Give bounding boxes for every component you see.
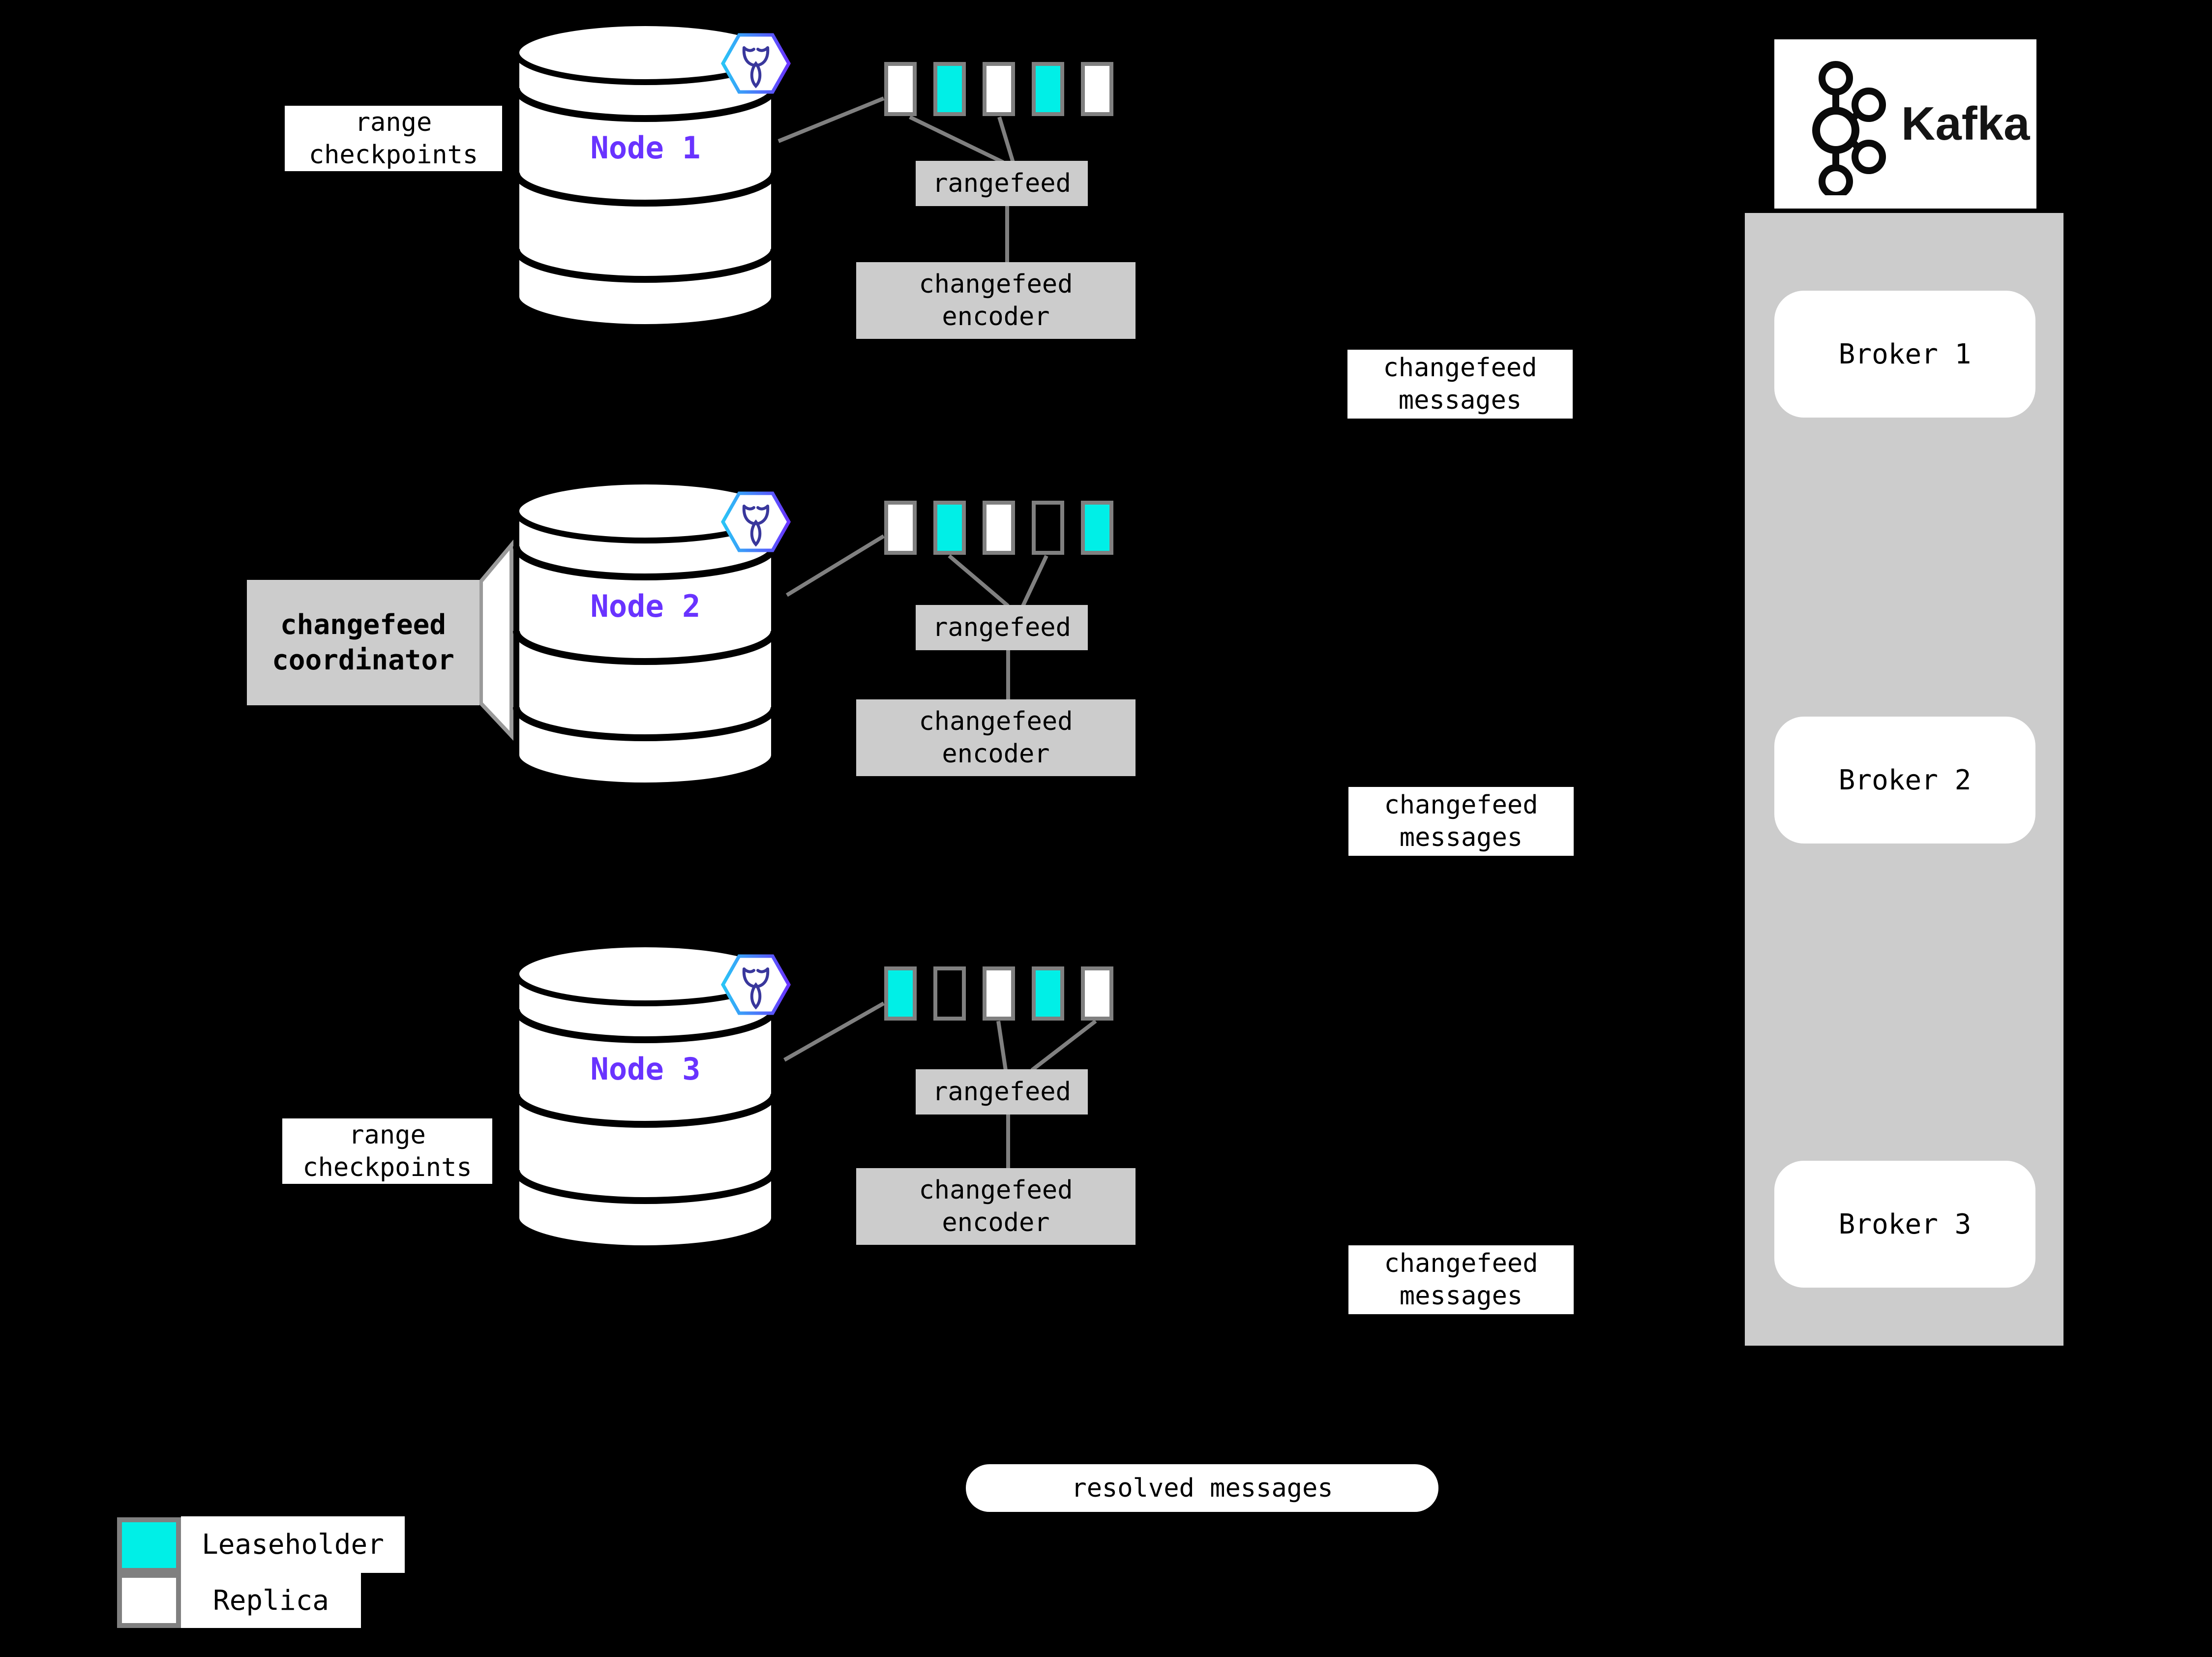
range-box [983, 62, 1015, 116]
node2-range-row [884, 501, 1113, 555]
kafka-logo-box: Kafka [1774, 39, 2036, 209]
legend-replica-label: Replica [181, 1573, 361, 1628]
broker-label: Broker 3 [1838, 1208, 1972, 1240]
legend-label-text: Replica [212, 1584, 329, 1617]
encoder-label-line1: changefeed [919, 270, 1073, 299]
range-box [884, 62, 917, 116]
node3-database-cylinder [513, 941, 777, 1251]
messages-label-line2: messages [1399, 1281, 1523, 1311]
range-checkpoints-label-1: range checkpoints [285, 106, 502, 171]
resolved-messages-pill: resolved messages [966, 1464, 1438, 1512]
range-box [884, 501, 917, 555]
node2-label: Node 2 [590, 588, 701, 624]
coordinator-line1: changefeed [280, 608, 447, 641]
rangefeed-label: rangefeed [932, 613, 1071, 642]
range-box [1081, 501, 1113, 555]
range-box [1081, 966, 1113, 1021]
encoder-label-line2: encoder [942, 1208, 1050, 1237]
range-box [1081, 62, 1113, 116]
messages-label-line1: changefeed [1384, 790, 1538, 820]
node1-database-cylinder [513, 20, 777, 330]
cockroachdb-icon [720, 33, 791, 94]
broker-label: Broker 1 [1838, 338, 1972, 370]
encoder-label-line1: changefeed [919, 1175, 1073, 1205]
checkpoints-line2: checkpoints [302, 1152, 472, 1182]
kafka-title: Kafka [1901, 97, 2030, 150]
range-box [1032, 501, 1064, 555]
node1-label: Node 1 [590, 129, 701, 166]
kafka-icon [1812, 61, 1886, 195]
rangefeed-label: rangefeed [932, 169, 1071, 198]
encoder-label-line2: encoder [942, 302, 1050, 331]
legend-replica-swatch [117, 1573, 181, 1628]
range-box [933, 966, 966, 1021]
connector-lines [777, 96, 1097, 1169]
node1-rangefeed-box: rangefeed [916, 161, 1088, 206]
node2-database-cylinder [513, 479, 777, 788]
messages-label-line2: messages [1399, 823, 1523, 852]
encoder-label-line1: changefeed [919, 707, 1073, 736]
range-checkpoints-label-2: range checkpoints [282, 1118, 492, 1184]
changefeed-messages-box-3: changefeed messages [1348, 1245, 1574, 1314]
node3-range-row [884, 966, 1113, 1021]
range-box [983, 966, 1015, 1021]
messages-label-line2: messages [1398, 386, 1522, 415]
range-box [983, 501, 1015, 555]
legend-leaseholder-label: Leaseholder [181, 1516, 405, 1573]
changefeed-messages-box-2: changefeed messages [1348, 787, 1574, 856]
rangefeed-label: rangefeed [932, 1077, 1071, 1107]
range-box [1032, 62, 1064, 116]
node1-changefeed-encoder-box: changefeed encoder [856, 262, 1136, 339]
range-box [1032, 966, 1064, 1021]
broker-1: Broker 1 [1774, 291, 2035, 418]
legend-leaseholder-swatch [117, 1517, 181, 1573]
checkpoints-line1: range [355, 107, 432, 137]
coordinator-callout-wedge [479, 539, 513, 741]
range-box [933, 62, 966, 116]
encoder-label-line2: encoder [942, 739, 1050, 769]
cockroachdb-icon [720, 491, 791, 552]
broker-label: Broker 2 [1838, 764, 1972, 796]
range-box [884, 966, 917, 1021]
checkpoints-line1: range [349, 1120, 426, 1150]
changefeed-messages-box-1: changefeed messages [1347, 350, 1573, 419]
changefeed-coordinator-box: changefeed coordinator [247, 580, 479, 705]
node3-changefeed-encoder-box: changefeed encoder [856, 1168, 1136, 1245]
node3-rangefeed-box: rangefeed [916, 1069, 1088, 1115]
resolved-messages-label: resolved messages [1071, 1473, 1333, 1503]
range-box [933, 501, 966, 555]
node2-changefeed-encoder-box: changefeed encoder [856, 699, 1136, 776]
coordinator-line2: coordinator [272, 644, 454, 676]
broker-3: Broker 3 [1774, 1161, 2035, 1288]
broker-2: Broker 2 [1774, 717, 2035, 844]
messages-label-line1: changefeed [1383, 353, 1537, 383]
node3-label: Node 3 [590, 1051, 701, 1087]
legend-label-text: Leaseholder [202, 1529, 384, 1561]
node1-range-row [884, 62, 1113, 116]
cockroachdb-icon [720, 954, 791, 1015]
checkpoints-line2: checkpoints [308, 140, 478, 170]
node2-rangefeed-box: rangefeed [916, 605, 1088, 650]
messages-label-line1: changefeed [1384, 1249, 1538, 1278]
